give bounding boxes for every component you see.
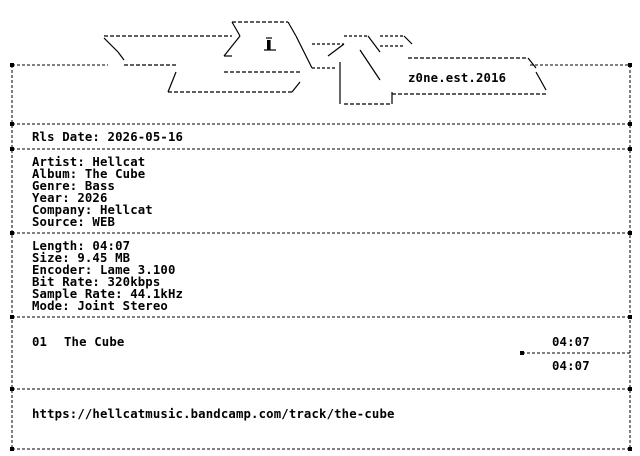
audio-samplerate: Sample Rate: 44.1kHz [32,287,184,301]
release-date: Rls Date: 2026-05-16 [32,130,184,144]
logo-dot [267,40,270,50]
meta-company: Company: Hellcat [32,203,153,217]
track-title: The Cube [64,335,125,349]
frame-lines [11,64,631,450]
meta-artist: Artist: Hellcat [32,155,146,169]
audio-mode: Mode: Joint Stereo [32,299,168,313]
track-number: 01 [32,335,48,349]
audio-bitrate: Bit Rate: 320kbps [32,275,161,289]
meta-source: Source: WEB [32,215,116,229]
audio-length: Length: 04:07 [32,239,131,253]
frame-corners [10,63,632,451]
group-tag: z0ne.est.2016 [408,71,507,85]
release-link[interactable]: https://hellcatmusic.bandcamp.com/track/… [32,407,395,421]
meta-album: Album: The Cube [32,167,146,181]
audio-encoder: Encoder: Lame 3.100 [32,263,176,277]
meta-genre: Genre: Bass [32,179,116,193]
audio-size: Size: 9.45 MB [32,251,131,265]
ascii-logo [103,21,547,105]
audio-details: Length: 04:07 Size: 9.45 MB Encoder: Lam… [32,240,183,312]
release-metadata: Artist: Hellcat Album: The Cube Genre: B… [32,156,153,228]
track-length: 04:07 [552,335,590,349]
tracklist-total: 04:07 [552,359,590,373]
meta-year: Year: 2026 [32,191,108,205]
